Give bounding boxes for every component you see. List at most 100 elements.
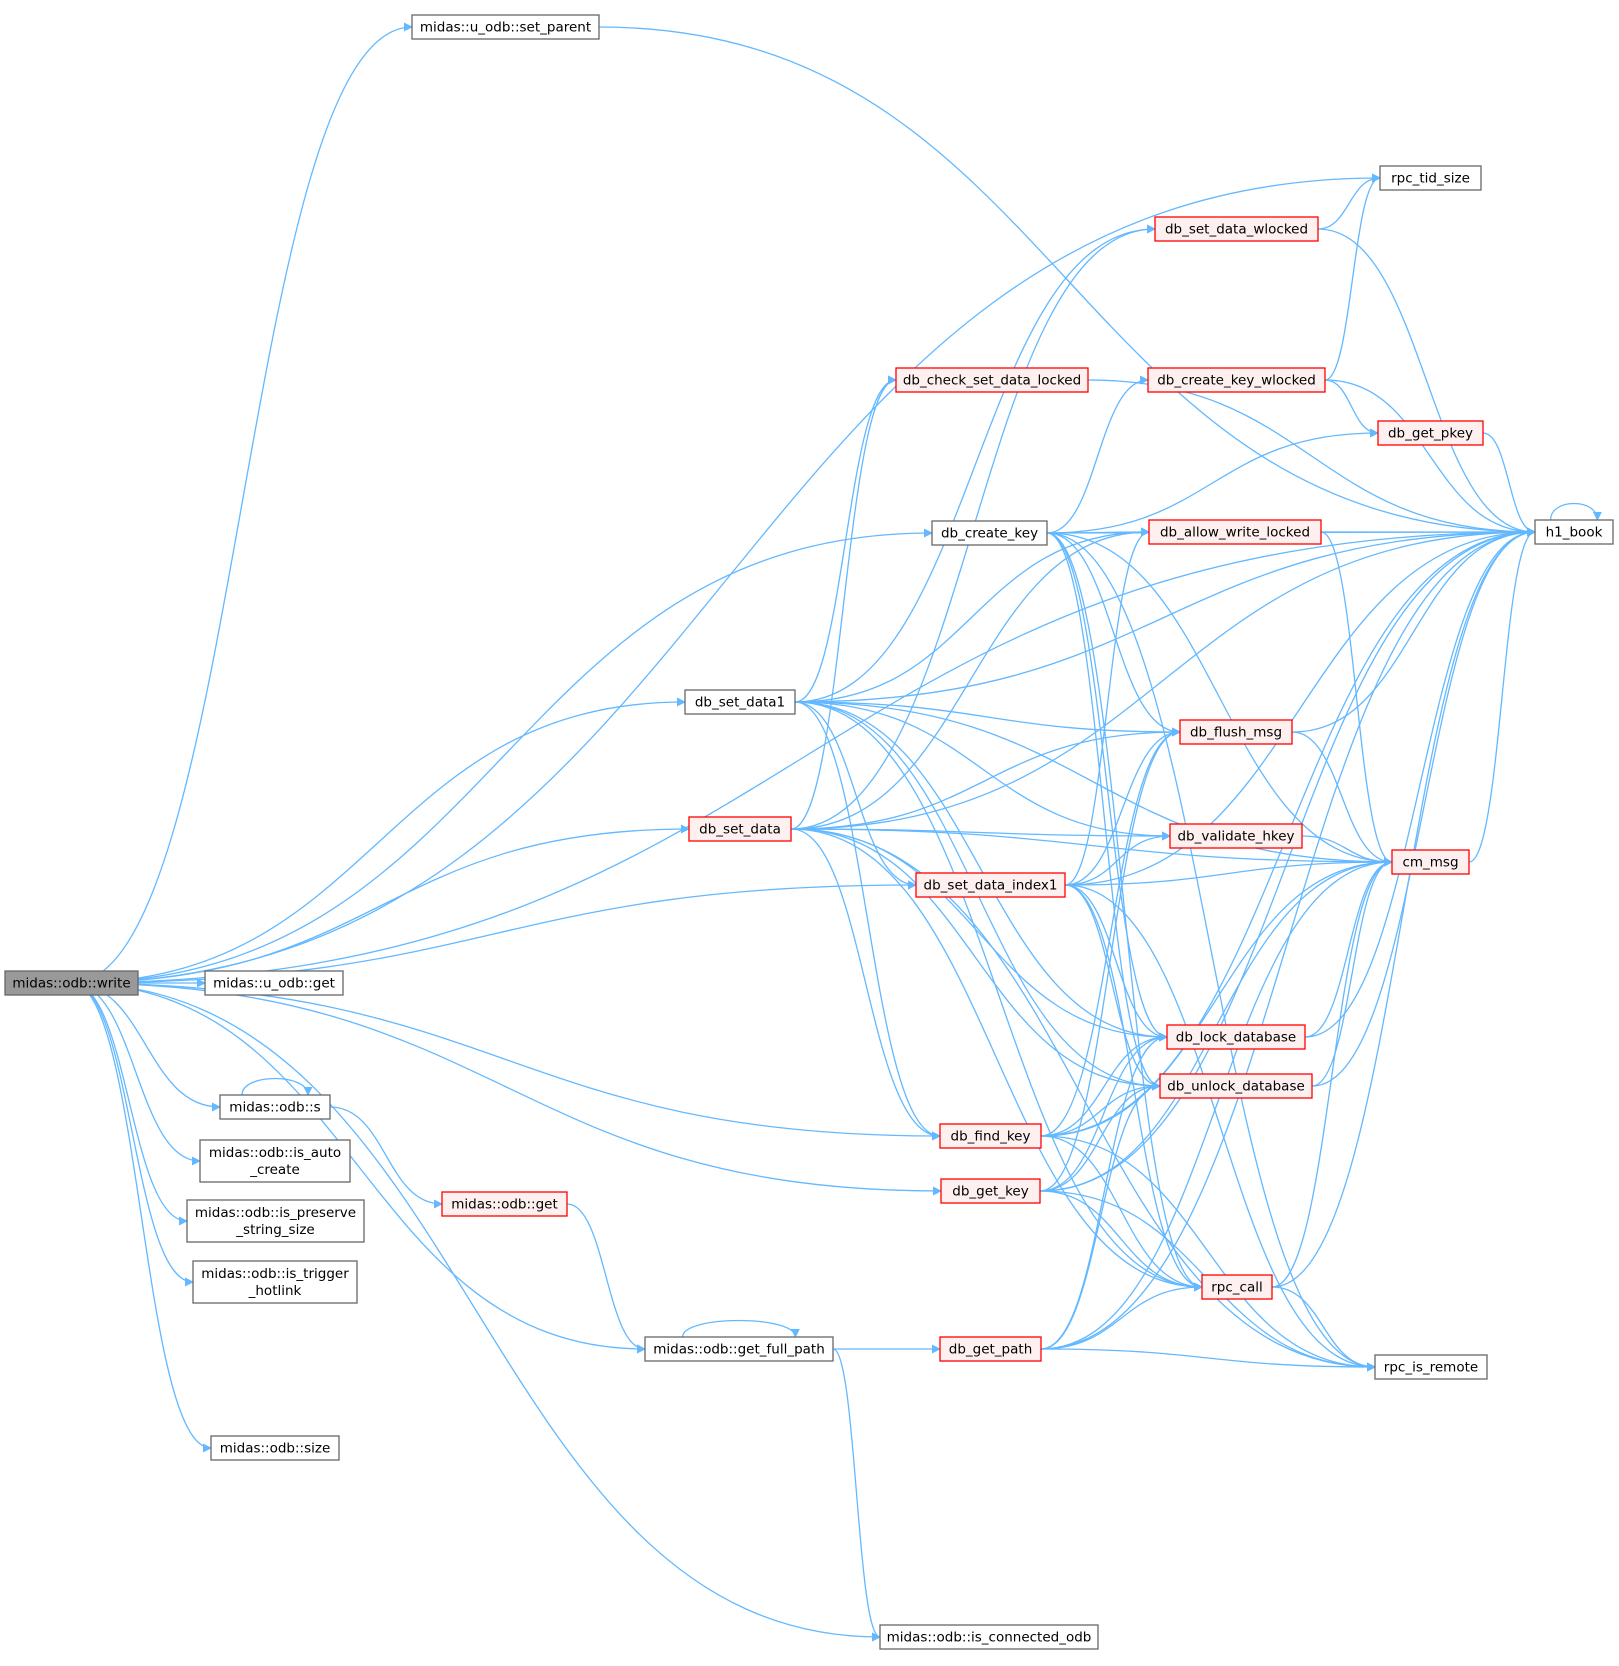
node-db-get-pkey[interactable]: db_get_pkey — [1377, 420, 1484, 446]
node-box[interactable] — [1148, 519, 1322, 545]
node-db-create-key-wlocked[interactable]: db_create_key_wlocked — [1147, 367, 1326, 393]
node-box[interactable] — [1374, 1354, 1488, 1380]
node-label: rpc_is_remote — [1384, 1360, 1478, 1376]
node-u-get[interactable]: midas::u_odb::get — [204, 970, 344, 996]
edge-db_set_data_index1-to-db_validate_hkey — [1064, 831, 1171, 886]
node-db-set-data-wlocked[interactable]: db_set_data_wlocked — [1154, 216, 1319, 242]
node-box[interactable] — [441, 1191, 568, 1217]
node-box[interactable] — [895, 367, 1089, 393]
node-db-unlock-database[interactable]: db_unlock_database — [1159, 1073, 1313, 1099]
node-db-lock-database[interactable]: db_lock_database — [1166, 1024, 1306, 1050]
node-box[interactable] — [1391, 849, 1470, 875]
node-box[interactable] — [1377, 420, 1484, 446]
node-box[interactable] — [204, 970, 344, 996]
node-is-connected[interactable]: midas::odb::is_connected_odb — [879, 1624, 1099, 1650]
node-box[interactable] — [186, 1199, 365, 1243]
edge-db_create_key-to-db_flush_msg — [1046, 532, 1181, 737]
node-label: rpc_call — [1211, 1280, 1263, 1296]
edge-db_set_data-to-db_unlock_database — [790, 828, 1161, 1091]
node-box[interactable] — [210, 1435, 340, 1461]
node-box[interactable] — [931, 520, 1048, 546]
node-label: db_check_set_data_locked — [903, 373, 1081, 389]
node-label: _string_size — [235, 1222, 314, 1238]
node-box[interactable] — [688, 816, 792, 842]
node-box[interactable] — [1159, 1073, 1313, 1099]
node-db-set-data-index1[interactable]: db_set_data_index1 — [915, 872, 1066, 898]
node-box[interactable] — [939, 1336, 1042, 1362]
edge-db_create_key-to-rpc_call — [1046, 532, 1203, 1292]
node-box[interactable] — [915, 872, 1066, 898]
edge-db_validate_hkey-to-cm_msg — [1301, 835, 1393, 867]
node-rpc-tid-size[interactable]: rpc_tid_size — [1379, 165, 1482, 191]
node-box[interactable] — [1147, 367, 1326, 393]
node-rpc-is-remote[interactable]: rpc_is_remote — [1374, 1354, 1488, 1380]
node-label: midas::odb::is_auto — [209, 1145, 341, 1161]
edge-write-to-set_parent — [71, 22, 413, 984]
edge-write-to-db_find_key — [71, 982, 941, 1141]
edge-db_unlock_database-to-cm_msg — [1311, 857, 1393, 1087]
node-db-get-key[interactable]: db_get_key — [940, 1178, 1041, 1204]
edge-db_set_data1-to-db_lock_database — [794, 701, 1168, 1042]
node-db-flush-msg[interactable]: db_flush_msg — [1179, 719, 1293, 745]
node-box[interactable] — [939, 1123, 1042, 1149]
edge-db_set_data_index1-to-db_allow_write_locked — [1064, 527, 1150, 886]
edge-db_set_data-to-db_validate_hkey — [790, 828, 1171, 841]
node-box[interactable] — [199, 1139, 351, 1183]
edge-db_get_key-to-rpc_call — [1039, 1190, 1203, 1292]
node-label: db_find_key — [951, 1129, 1031, 1145]
node-box[interactable] — [1154, 216, 1319, 242]
node-box[interactable] — [1201, 1274, 1273, 1300]
node-label: midas::odb::is_preserve — [195, 1205, 356, 1221]
node-box[interactable] — [879, 1624, 1099, 1650]
node-db-get-path[interactable]: db_get_path — [939, 1336, 1042, 1362]
node-label: midas::u_odb::set_parent — [420, 20, 591, 36]
node-label: db_flush_msg — [1190, 725, 1282, 741]
node-box[interactable] — [684, 689, 796, 715]
node-odb-get[interactable]: midas::odb::get — [441, 1191, 568, 1217]
edge-s-to-s — [241, 1077, 313, 1096]
node-db-find-key[interactable]: db_find_key — [939, 1123, 1042, 1149]
node-box[interactable] — [644, 1336, 834, 1362]
node-rpc-call[interactable]: rpc_call — [1201, 1274, 1273, 1300]
node-h1-book[interactable]: h1_book — [1534, 519, 1614, 545]
edge-db_get_pkey-to-h1_book — [1482, 432, 1536, 537]
node-db-allow-write-locked[interactable]: db_allow_write_locked — [1148, 519, 1322, 545]
node-label: db_set_data — [699, 822, 781, 838]
node-is-preserve[interactable]: midas::odb::is_preserve_string_size — [186, 1199, 365, 1243]
node-db-set-data[interactable]: db_set_data — [688, 816, 792, 842]
node-cm-msg[interactable]: cm_msg — [1391, 849, 1470, 875]
node-write[interactable]: midas::odb::write — [4, 970, 139, 996]
node-db-create-key[interactable]: db_create_key — [931, 520, 1048, 546]
node-box[interactable] — [1179, 719, 1293, 745]
edge-db_create_key_wlocked-to-rpc_tid_size — [1324, 173, 1381, 381]
node-box[interactable] — [1379, 165, 1482, 191]
node-size[interactable]: midas::odb::size — [210, 1435, 340, 1461]
node-label: db_create_key — [941, 526, 1038, 542]
edge-db_set_data1-to-db_check_set_data_locked — [794, 375, 897, 703]
node-db-check-set-data-locked[interactable]: db_check_set_data_locked — [895, 367, 1089, 393]
node-layer: midas::odb::write midas::u_odb::set_paren… — [4, 14, 1614, 1650]
node-is-auto[interactable]: midas::odb::is_auto_create — [199, 1139, 351, 1183]
node-box[interactable] — [1166, 1024, 1306, 1050]
node-set-parent[interactable]: midas::u_odb::set_parent — [411, 14, 600, 40]
node-box[interactable] — [411, 14, 600, 40]
node-label: db_validate_hkey — [1177, 829, 1294, 845]
node-db-validate-hkey[interactable]: db_validate_hkey — [1169, 823, 1303, 849]
node-box[interactable] — [4, 970, 139, 996]
node-get-full-path[interactable]: midas::odb::get_full_path — [644, 1336, 834, 1362]
edge-db_create_key-to-rpc_is_remote — [1046, 532, 1376, 1372]
node-label: midas::odb::size — [220, 1441, 331, 1457]
node-label: _create — [249, 1162, 300, 1178]
node-label: midas::odb::get — [451, 1197, 558, 1213]
node-label: db_get_pkey — [1388, 426, 1473, 442]
node-box[interactable] — [219, 1094, 331, 1120]
edge-db_create_key-to-db_create_key_wlocked — [1046, 375, 1149, 534]
node-box[interactable] — [192, 1260, 358, 1304]
node-is-trigger[interactable]: midas::odb::is_trigger_hotlink — [192, 1260, 358, 1304]
node-box[interactable] — [1534, 519, 1614, 545]
node-box[interactable] — [1169, 823, 1303, 849]
node-box[interactable] — [940, 1178, 1041, 1204]
node-db-set-data1[interactable]: db_set_data1 — [684, 689, 796, 715]
node-s[interactable]: midas::odb::s — [219, 1094, 331, 1120]
